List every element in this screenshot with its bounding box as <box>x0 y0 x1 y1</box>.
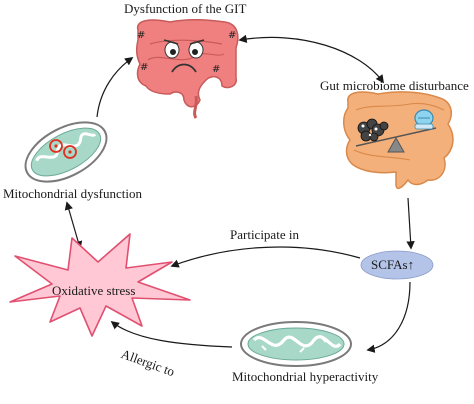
sad-intestine-icon: # # # # <box>135 18 239 119</box>
svg-text:#: # <box>140 62 148 73</box>
increase-arrow-icon: ↑ <box>407 257 415 272</box>
arrow-mito-dys-to-git <box>96 57 134 118</box>
mitochondrion-hyperactivity-icon <box>240 321 352 367</box>
label-scfas: SCFAs↑ <box>371 258 414 272</box>
arrow-mito-dys-oxidative <box>64 201 83 250</box>
svg-text:#: # <box>137 30 145 41</box>
scfas-oval <box>360 250 434 280</box>
svg-text:#: # <box>212 64 220 75</box>
mitochondrion-dysfunction-icon <box>24 121 108 183</box>
label-oxidative-stress: Oxidative stress <box>52 283 136 298</box>
arrows <box>64 34 415 353</box>
label-mito-dysfunction: Mitochondrial dysfunction <box>3 186 143 201</box>
arrow-git-microbiome <box>238 34 384 84</box>
arrow-microbiome-to-scfas <box>406 197 415 250</box>
label-mito-hyperactivity: Mitochondrial hyperactivity <box>232 369 379 384</box>
label-gut-microbiome: Gut microbiome disturbance <box>320 78 469 93</box>
label-participate-in: Participate in <box>230 227 299 242</box>
arrow-mito-hyper-to-oxidative <box>110 320 233 348</box>
scfas-text: SCFAs <box>371 257 408 272</box>
oxidative-stress-burst <box>9 233 191 337</box>
arrow-scfas-to-mito-hyper <box>366 281 411 353</box>
arrow-scfas-to-oxidative <box>170 246 361 268</box>
colon-microbiome-icon <box>343 91 454 190</box>
label-git-dysfunction: Dysfunction of the GIT <box>124 1 247 16</box>
svg-text:#: # <box>228 30 236 41</box>
